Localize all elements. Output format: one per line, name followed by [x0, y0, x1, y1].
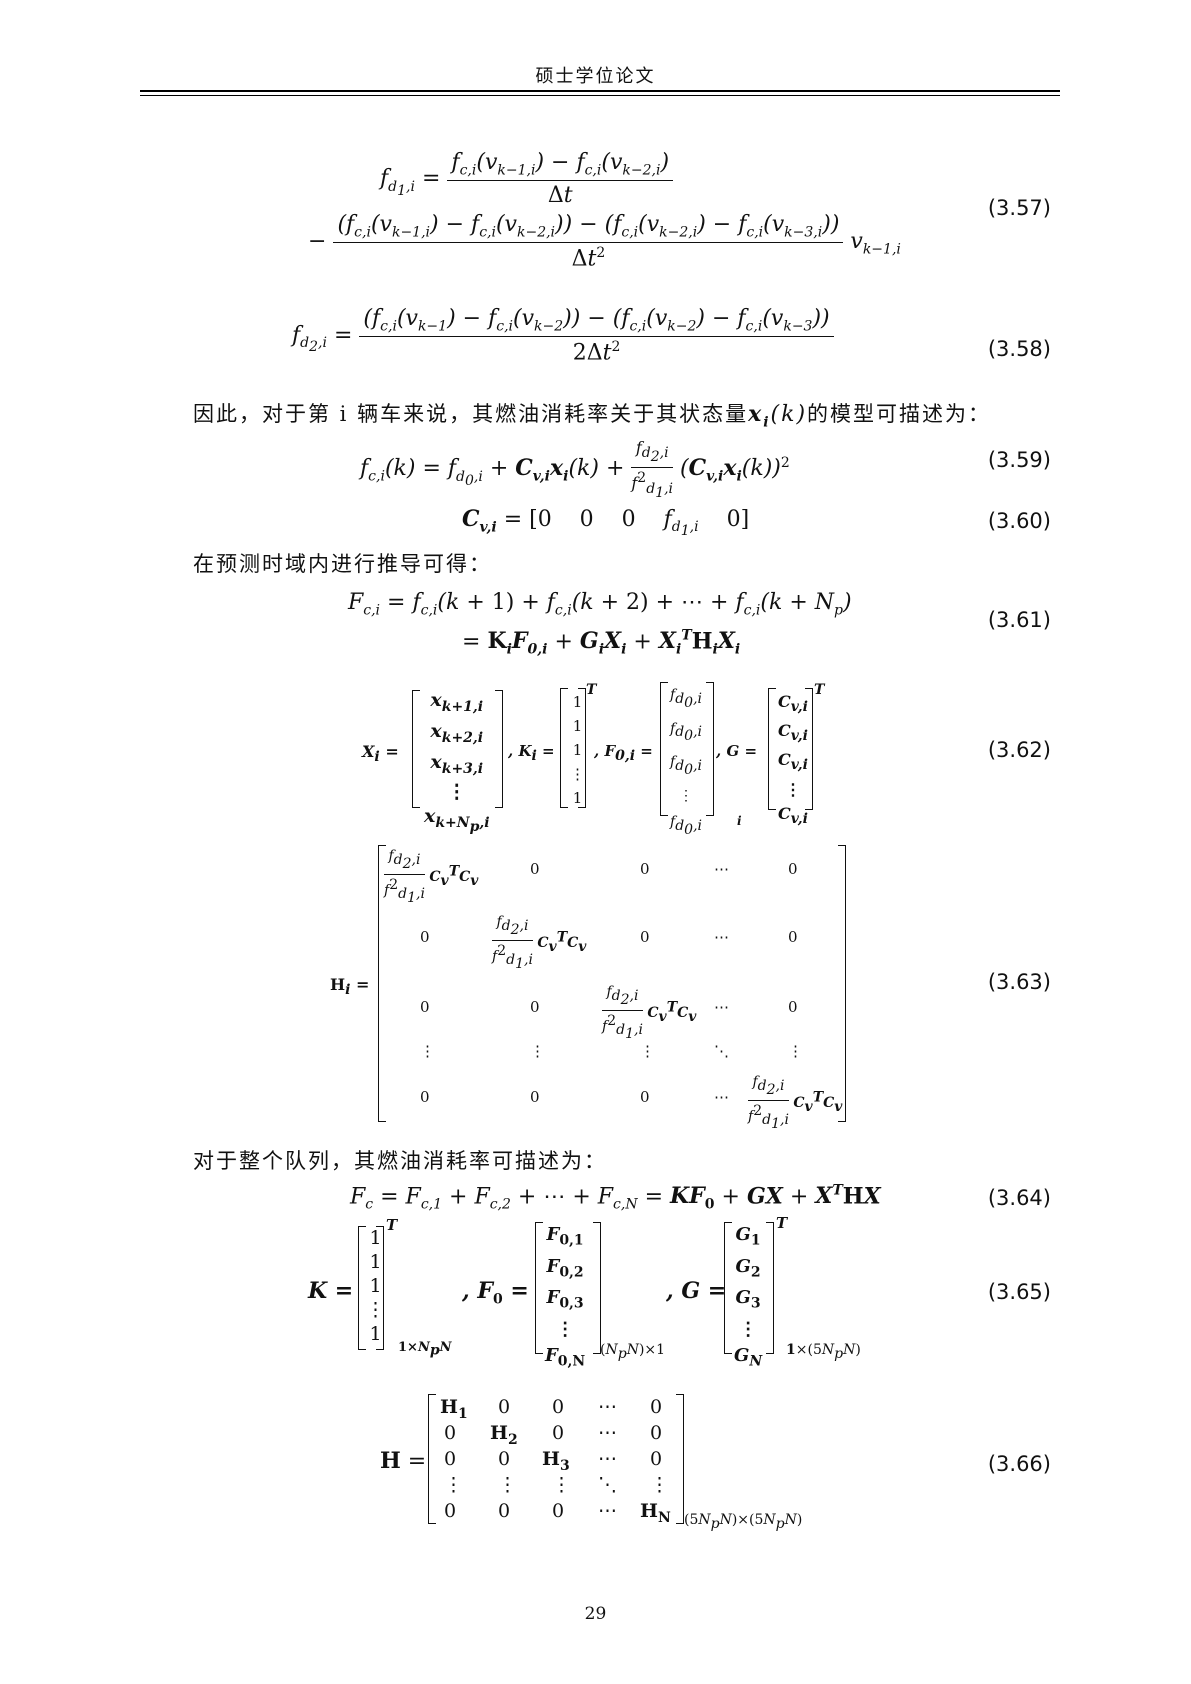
- page-number: 29: [584, 1604, 607, 1624]
- paragraph-1: 因此，对于第 i 辆车来说，其燃油消耗率关于其状态量xi(k)的模型可描述为：: [193, 401, 992, 431]
- eqnum-3-58: (3.58): [987, 337, 1051, 361]
- header-rule-thin: [140, 95, 1060, 96]
- paragraph-1-tail: 的模型可描述为：: [807, 402, 992, 426]
- eqnum-3-65: (3.65): [987, 1280, 1051, 1304]
- eqnum-3-60: (3.60): [987, 509, 1051, 533]
- running-header: 硕士学位论文: [535, 66, 656, 87]
- header-rule-thick: [140, 90, 1060, 92]
- eqnum-3-62: (3.62): [987, 738, 1051, 762]
- eqnum-3-59: (3.59): [987, 448, 1051, 472]
- paragraph-1-text: 因此，对于第 i 辆车来说，其燃油消耗率关于其状态量: [193, 402, 749, 426]
- eqnum-3-63: (3.63): [987, 970, 1051, 994]
- eqnum-3-57: (3.57): [987, 196, 1051, 220]
- eqnum-3-66: (3.66): [987, 1452, 1051, 1476]
- eqnum-3-64: (3.64): [987, 1186, 1051, 1210]
- paragraph-3: 对于整个队列，其燃油消耗率可描述为：: [193, 1149, 607, 1173]
- paragraph-2: 在预测时域内进行推导可得：: [193, 552, 492, 576]
- eqnum-3-61: (3.61): [987, 608, 1051, 632]
